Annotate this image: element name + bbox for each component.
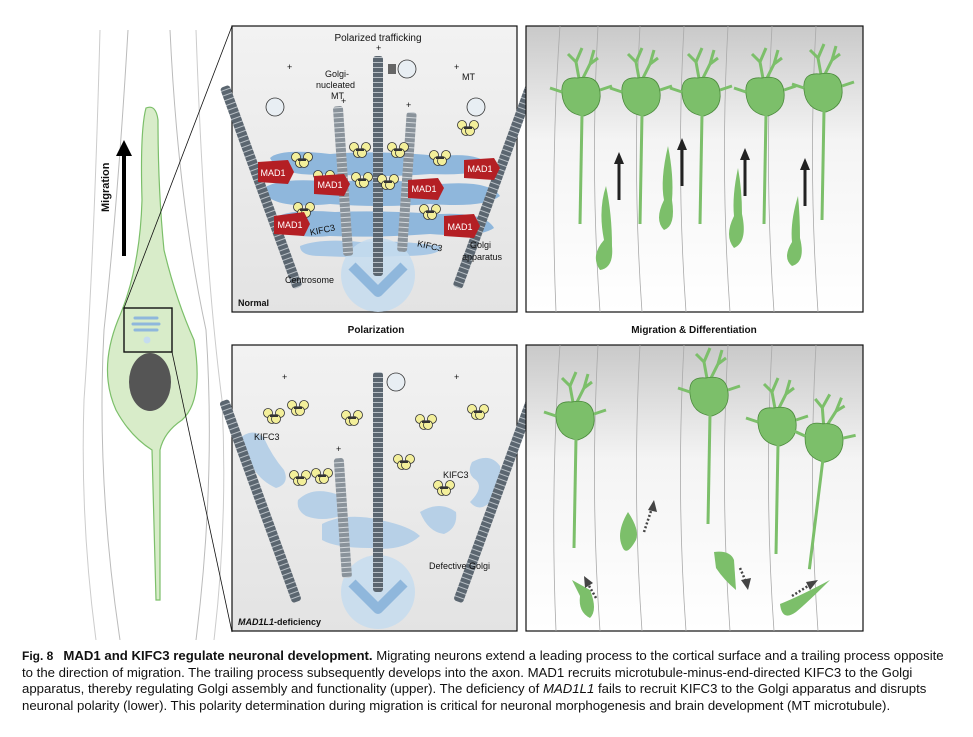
figure-8-illustration: Migration Polarized trafficking MAD1: [82, 25, 864, 640]
panel-normal: Polarized trafficking MAD1 MAD1: [220, 25, 535, 313]
caption-text: fails to recruit KIFC3 to the Golgi appa…: [22, 681, 927, 713]
golgi-apparatus-label: apparatus: [462, 252, 503, 262]
mad1-marker: MAD1: [274, 212, 310, 236]
svg-text:MAD1: MAD1: [467, 164, 492, 174]
migrating-neuron-schematic: Migration: [82, 25, 233, 640]
svg-text:MAD1: MAD1: [317, 180, 342, 190]
svg-text:+: +: [454, 372, 459, 382]
svg-text:+: +: [376, 43, 381, 53]
deficiency-panel-label: MAD1L1-deficiency: [238, 617, 321, 627]
panel-mad1l1-deficiency: KIFC3 KIFC3 Defective Golgi + + + MAD1L1…: [220, 344, 535, 632]
defective-golgi-label: Defective Golgi: [429, 561, 490, 571]
migration-arrowhead-icon: [116, 140, 132, 156]
panel-normal-migration: [525, 25, 864, 313]
arrow-up-icon: [800, 158, 810, 170]
golgi-nucleated-microtubule: [397, 112, 417, 252]
polarization-title: Polarization: [348, 325, 405, 336]
microtubule: [220, 85, 302, 289]
mad1-marker: MAD1: [408, 178, 444, 200]
svg-text:+: +: [341, 96, 346, 106]
svg-text:MAD1: MAD1: [277, 220, 302, 230]
svg-text:+: +: [336, 444, 341, 454]
svg-text:MAD1: MAD1: [260, 168, 285, 178]
svg-text:+: +: [454, 62, 459, 72]
svg-text:MAD1: MAD1: [447, 222, 472, 232]
kifc3-label: KIFC3: [254, 432, 280, 442]
arrow-up-icon: [740, 148, 750, 160]
dashed-arrow-icon: [584, 576, 593, 588]
mad1-marker: MAD1: [444, 214, 480, 238]
arrow-up-icon: [614, 152, 624, 164]
svg-text:+: +: [282, 372, 287, 382]
figure-number: Fig. 8: [22, 649, 54, 663]
mad1-marker: MAD1: [464, 158, 500, 180]
golgi-mt-label: Golgi-: [325, 69, 349, 79]
panel-deficient-migration: [525, 344, 864, 632]
kifc3-label: KIFC3: [443, 470, 469, 480]
figure-caption: Fig. 8 MAD1 and KIFC3 regulate neuronal d…: [22, 648, 956, 714]
normal-panel-label: Normal: [238, 298, 269, 308]
mt-label: MT: [462, 72, 475, 82]
golgi-mt-label: MT: [331, 91, 344, 101]
centrosome-label: Centrosome: [285, 275, 334, 285]
caption-text: Migrating neurons extend a leading proce…: [22, 648, 944, 697]
svg-text:+: +: [287, 62, 292, 72]
mad1-marker: MAD1: [258, 160, 294, 184]
migration-side-label: Migration: [100, 162, 112, 212]
golgi-mt-label: nucleated: [316, 80, 355, 90]
microtubule: [373, 56, 383, 276]
svg-text:MAD1: MAD1: [411, 184, 436, 194]
migration-differentiation-title: Migration & Differentiation: [631, 325, 757, 336]
arrow-up-icon: [677, 138, 687, 150]
dashed-arrow-icon: [741, 578, 751, 590]
dashed-arrow-icon: [648, 500, 657, 512]
dashed-arrow-icon: [806, 580, 818, 590]
polarized-trafficking-label: Polarized trafficking: [334, 33, 421, 44]
caption-gene-name: MAD1L1: [542, 681, 595, 697]
golgi-apparatus-label: Golgi: [470, 240, 491, 250]
mad1-marker: MAD1: [314, 174, 350, 196]
figure-title: MAD1 and KIFC3 regulate neuronal develop…: [63, 648, 373, 663]
svg-text:+: +: [406, 100, 411, 110]
